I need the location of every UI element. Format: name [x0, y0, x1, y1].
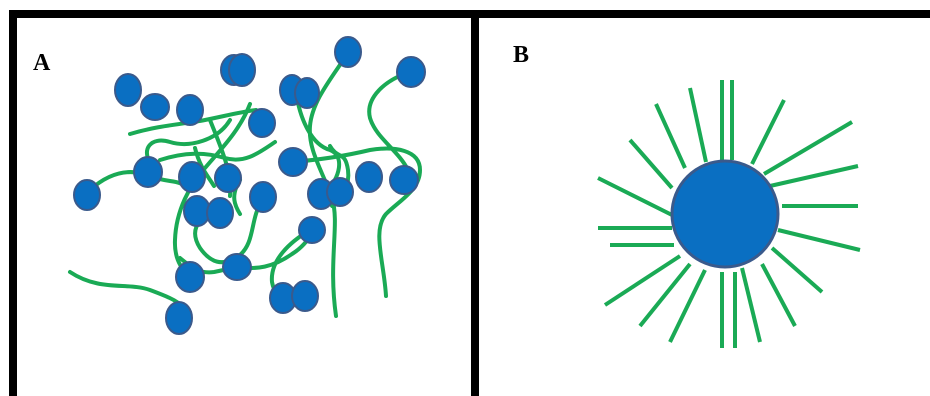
free-surfactant-heads: [73, 36, 426, 335]
micelle-tails: [597, 80, 861, 348]
free-surfactant-tail: [128, 108, 258, 136]
micelle-tail: [603, 254, 682, 307]
micelle-tail: [628, 138, 674, 190]
micelle-tail: [668, 269, 707, 343]
free-surfactant-head: [133, 156, 163, 188]
micelle-tail: [760, 263, 797, 327]
free-surfactant-tail: [367, 70, 412, 172]
free-surfactant-head: [248, 108, 276, 138]
micelle-tail: [769, 164, 859, 188]
micelle-tail: [654, 103, 687, 169]
free-surfactant-head: [298, 216, 326, 244]
micelle-tail: [750, 99, 786, 165]
micelle-tail: [597, 176, 673, 217]
free-surfactant-head: [396, 56, 426, 88]
figure-frame: [9, 10, 930, 396]
free-surfactant-head: [326, 177, 354, 207]
free-surfactant-tail: [158, 140, 277, 162]
free-surfactant-head: [114, 73, 142, 107]
micelle-core: [670, 159, 780, 269]
free-surfactant-head: [222, 253, 252, 281]
free-surfactant-tail: [294, 90, 342, 194]
micelle-tail: [770, 246, 824, 294]
free-surfactant-tail: [193, 198, 264, 265]
free-surfactant-head: [334, 36, 362, 68]
free-surfactant-head: [175, 261, 205, 293]
free-surfactant-tail: [144, 118, 232, 164]
free-surfactant-tail: [288, 146, 423, 298]
micelle-tail: [762, 120, 854, 176]
micelle-tail: [777, 228, 861, 252]
free-surfactant-tails: [68, 54, 423, 318]
free-surfactant-tail: [68, 270, 184, 308]
panel-a-label: A: [33, 50, 51, 76]
free-surfactant-head: [178, 161, 206, 193]
panel-b-label: B: [513, 42, 529, 68]
free-surfactant-head: [278, 147, 308, 177]
free-surfactant-head: [140, 93, 170, 121]
free-surfactant-tail: [172, 102, 252, 282]
free-surfactant-head: [214, 163, 242, 193]
micelle-tail: [688, 87, 708, 163]
free-surfactant-tail: [307, 54, 348, 318]
free-surfactant-head: [228, 53, 256, 87]
free-surfactant-head: [206, 197, 234, 229]
free-surfactant-head: [389, 165, 419, 195]
free-surfactant-head: [294, 77, 320, 109]
free-surfactant-head: [291, 280, 319, 312]
micelle-tail: [638, 262, 692, 328]
free-surfactant-head: [165, 301, 193, 335]
free-surfactant-head: [176, 94, 204, 126]
free-surfactant-head: [73, 179, 101, 211]
free-surfactant-head: [355, 161, 383, 193]
panel-a: A: [33, 36, 426, 335]
micelle-tail: [740, 267, 762, 343]
free-surfactant-head: [249, 181, 277, 213]
panel-b: B: [513, 42, 861, 348]
